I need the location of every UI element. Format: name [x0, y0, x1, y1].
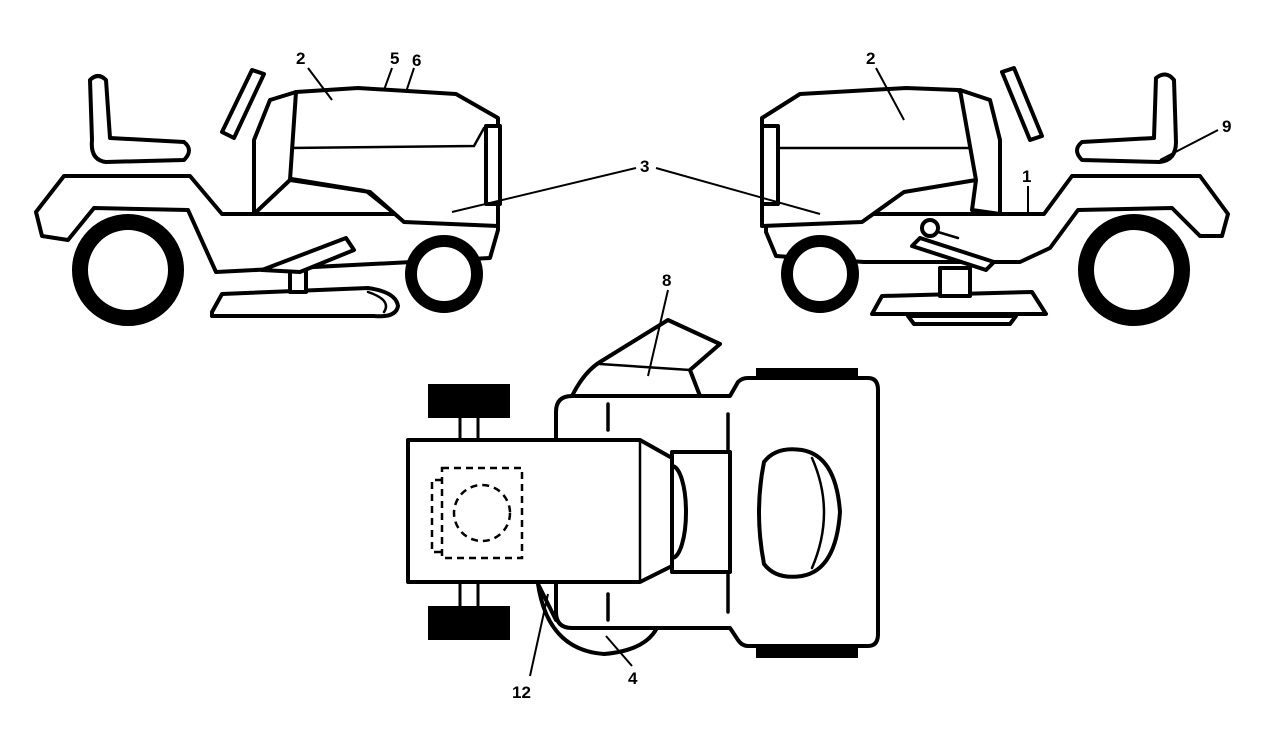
callout-1: 1: [1022, 167, 1031, 186]
tractor-left-side-view: [34, 68, 502, 326]
callout-5: 5: [390, 49, 399, 68]
top-hood: [406, 438, 674, 584]
left-mower-deck: [210, 286, 400, 319]
top-seat: [757, 447, 842, 579]
callout-9: 9: [1222, 117, 1231, 136]
callout-12: 12: [512, 683, 531, 702]
right-front-wheel: [781, 235, 859, 313]
left-rear-wheel: [72, 214, 184, 326]
tractor-right-side-view: [760, 66, 1230, 326]
top-front-tire-upper: [428, 384, 510, 418]
leader-lines: [307, 67, 1219, 677]
engine-outline: [440, 466, 524, 560]
callout-6: 6: [412, 51, 421, 70]
callout-8: 8: [662, 271, 671, 290]
callout-3: 3: [640, 157, 649, 176]
right-hood: [760, 86, 988, 228]
top-front-tire-lower: [428, 606, 510, 640]
tractor-top-view: [406, 318, 880, 658]
callout-2-right: 2: [866, 49, 875, 68]
callout-2-left: 2: [296, 49, 305, 68]
callout-4: 4: [628, 669, 638, 688]
right-seat: [1075, 72, 1178, 164]
left-seat: [88, 74, 191, 164]
left-hood: [260, 86, 500, 228]
right-rear-wheel: [1078, 214, 1190, 326]
left-front-wheel: [405, 235, 483, 313]
top-discharge-chute: [570, 318, 722, 398]
